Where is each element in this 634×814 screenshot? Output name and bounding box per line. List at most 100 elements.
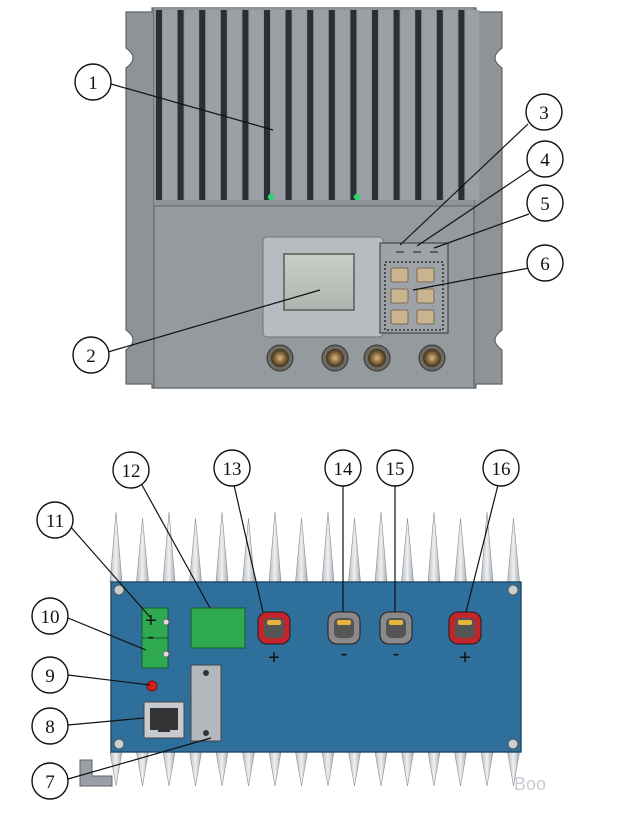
side-fin-bottom bbox=[268, 751, 282, 787]
callout-13: 13 bbox=[213, 449, 251, 487]
keypad-button[interactable] bbox=[390, 267, 409, 283]
side-fin-top bbox=[189, 517, 202, 583]
terminal-screw-head bbox=[337, 620, 351, 625]
heatsink-rib bbox=[184, 10, 199, 200]
callout-12: 12 bbox=[112, 451, 150, 489]
terminal-14-polarity: - bbox=[341, 643, 348, 665]
cable-gland-inner bbox=[423, 349, 441, 367]
keypad-button[interactable] bbox=[416, 267, 435, 283]
heatsink-rib bbox=[292, 10, 307, 200]
power-terminals bbox=[257, 611, 482, 645]
status-led-left-icon bbox=[267, 193, 275, 201]
svg-text:16: 16 bbox=[492, 459, 511, 480]
callout-1: 1 bbox=[74, 63, 112, 101]
mounting-bracket bbox=[79, 759, 113, 787]
terminal-screw-head bbox=[389, 620, 403, 625]
heatsink-rib bbox=[227, 10, 242, 200]
heatsink-slot bbox=[285, 10, 292, 200]
cable-gland-inner bbox=[326, 349, 344, 367]
terminal-screw-head bbox=[267, 620, 281, 625]
svg-text:4: 4 bbox=[540, 150, 550, 171]
keypad-button[interactable] bbox=[390, 288, 409, 304]
watermark-text: Boo bbox=[514, 774, 546, 794]
svg-text:10: 10 bbox=[41, 607, 60, 628]
rj45-port-icon bbox=[143, 701, 185, 739]
heatsink-rib bbox=[443, 10, 458, 200]
panel-screws bbox=[113, 584, 519, 750]
terminal-screw-head bbox=[458, 620, 472, 625]
front-view bbox=[125, 7, 503, 389]
cable-gland-inner bbox=[368, 349, 386, 367]
keypad-button[interactable] bbox=[390, 309, 409, 325]
side-fin-top bbox=[109, 511, 123, 583]
callout-markers: 1 2 3 4 5 6 7 8 9 10 11 12 13 14 15 16 bbox=[31, 63, 564, 800]
svg-text:5: 5 bbox=[540, 194, 550, 215]
terminal-13[interactable] bbox=[257, 611, 291, 645]
side-fin-top bbox=[321, 511, 335, 583]
heatsink-slot bbox=[436, 10, 443, 200]
rs485-plus-label: + bbox=[145, 610, 157, 632]
svg-text:3: 3 bbox=[539, 103, 549, 124]
keypad-button[interactable] bbox=[416, 309, 435, 325]
terminal-16-polarity: + bbox=[459, 647, 471, 669]
side-fin-top bbox=[348, 517, 361, 583]
heatsink-rib bbox=[163, 10, 177, 200]
heatsink-slot bbox=[242, 10, 249, 200]
side-fin-bottom bbox=[401, 751, 414, 787]
callout-3: 3 bbox=[525, 93, 563, 131]
terminal-15[interactable] bbox=[379, 611, 413, 645]
svg-text:6: 6 bbox=[540, 254, 550, 275]
remote-sensor-module bbox=[190, 607, 246, 649]
side-fin-top bbox=[268, 511, 282, 583]
heatsink-rib bbox=[422, 10, 437, 200]
svg-text:14: 14 bbox=[334, 459, 354, 480]
callout-6: 6 bbox=[526, 244, 564, 282]
callout-14: 14 bbox=[324, 449, 362, 487]
keypad-button[interactable] bbox=[416, 288, 435, 304]
side-fin-top bbox=[295, 517, 308, 583]
side-fin-top bbox=[136, 517, 149, 583]
terminal-16[interactable] bbox=[448, 611, 482, 645]
terminal-13-polarity: + bbox=[268, 647, 280, 669]
heatsink-slot bbox=[415, 10, 422, 200]
svg-text:13: 13 bbox=[223, 459, 242, 480]
heatsink-rib bbox=[271, 10, 285, 200]
heatsink-rib bbox=[465, 10, 480, 200]
led-indicator-icon bbox=[146, 680, 158, 692]
side-fin-top bbox=[507, 517, 520, 583]
svg-text:7: 7 bbox=[45, 772, 55, 793]
side-fin-top bbox=[427, 511, 441, 583]
callout-2: 2 bbox=[72, 336, 110, 374]
terminal-14[interactable] bbox=[327, 611, 361, 645]
side-fin-bottom bbox=[348, 751, 361, 787]
svg-text:12: 12 bbox=[122, 461, 141, 482]
heatsink-rib bbox=[206, 10, 221, 200]
callout-8: 8 bbox=[31, 707, 69, 745]
heatsink-fins-side bbox=[109, 511, 520, 787]
heatsink-slot bbox=[177, 10, 184, 200]
side-fin-bottom bbox=[374, 751, 388, 787]
svg-text:9: 9 bbox=[45, 666, 55, 687]
cable-glands bbox=[266, 344, 446, 372]
side-fin-bottom bbox=[454, 751, 467, 787]
side-fin-bottom bbox=[242, 751, 255, 787]
callout-16: 16 bbox=[482, 449, 520, 487]
heatsink-slot bbox=[458, 10, 465, 200]
keypad-icon bbox=[384, 261, 444, 331]
lcd-screen-icon bbox=[283, 253, 355, 311]
side-fin-bottom bbox=[162, 751, 176, 787]
svg-text:1: 1 bbox=[88, 73, 98, 94]
keypad-keys bbox=[390, 267, 435, 325]
cable-gland-inner bbox=[271, 349, 289, 367]
svg-text:11: 11 bbox=[46, 511, 64, 532]
heatsink-fins bbox=[156, 10, 480, 200]
side-fin-bottom bbox=[215, 751, 229, 787]
card-slot bbox=[190, 664, 222, 742]
heatsink-slot bbox=[220, 10, 227, 200]
terminal-view: + - + - - + Boo bbox=[79, 511, 546, 794]
side-fin-bottom bbox=[427, 751, 441, 787]
callout-11: 11 bbox=[36, 501, 74, 539]
heatsink-slot bbox=[156, 10, 162, 200]
heatsink-slot bbox=[393, 10, 400, 200]
